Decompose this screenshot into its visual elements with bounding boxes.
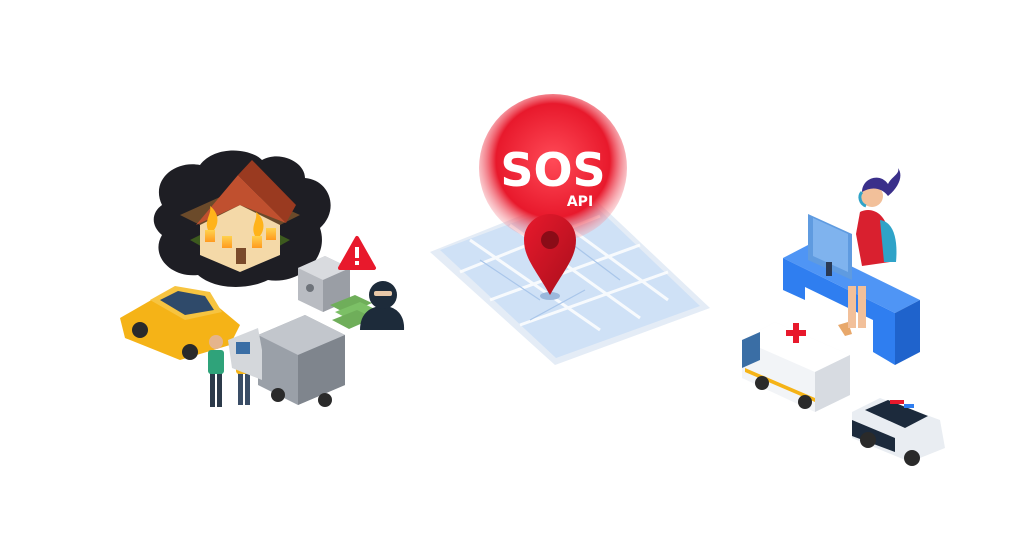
- ambulance-illustration: [742, 322, 850, 412]
- robbery-illustration: [298, 256, 405, 330]
- sos-api-centerpiece: SOS API: [430, 94, 710, 365]
- medical-cross-icon: [786, 323, 806, 343]
- house-fire-illustration: [153, 150, 331, 287]
- police-car-illustration: [852, 398, 945, 466]
- warning-triangle-icon: [338, 236, 376, 270]
- sos-title: SOS: [500, 143, 605, 197]
- taxi-car-illustration: [120, 286, 240, 360]
- sos-subtitle: API: [567, 194, 593, 210]
- sos-badge: SOS API: [479, 94, 627, 242]
- location-pin-icon: [524, 214, 576, 300]
- dispatcher-person-illustration: [838, 168, 901, 336]
- dispatch-response-scene: [742, 168, 945, 466]
- truck-illustration: [228, 315, 345, 407]
- dispatcher-desk-illustration: [783, 214, 920, 365]
- emergency-scenarios-scene: [120, 150, 405, 407]
